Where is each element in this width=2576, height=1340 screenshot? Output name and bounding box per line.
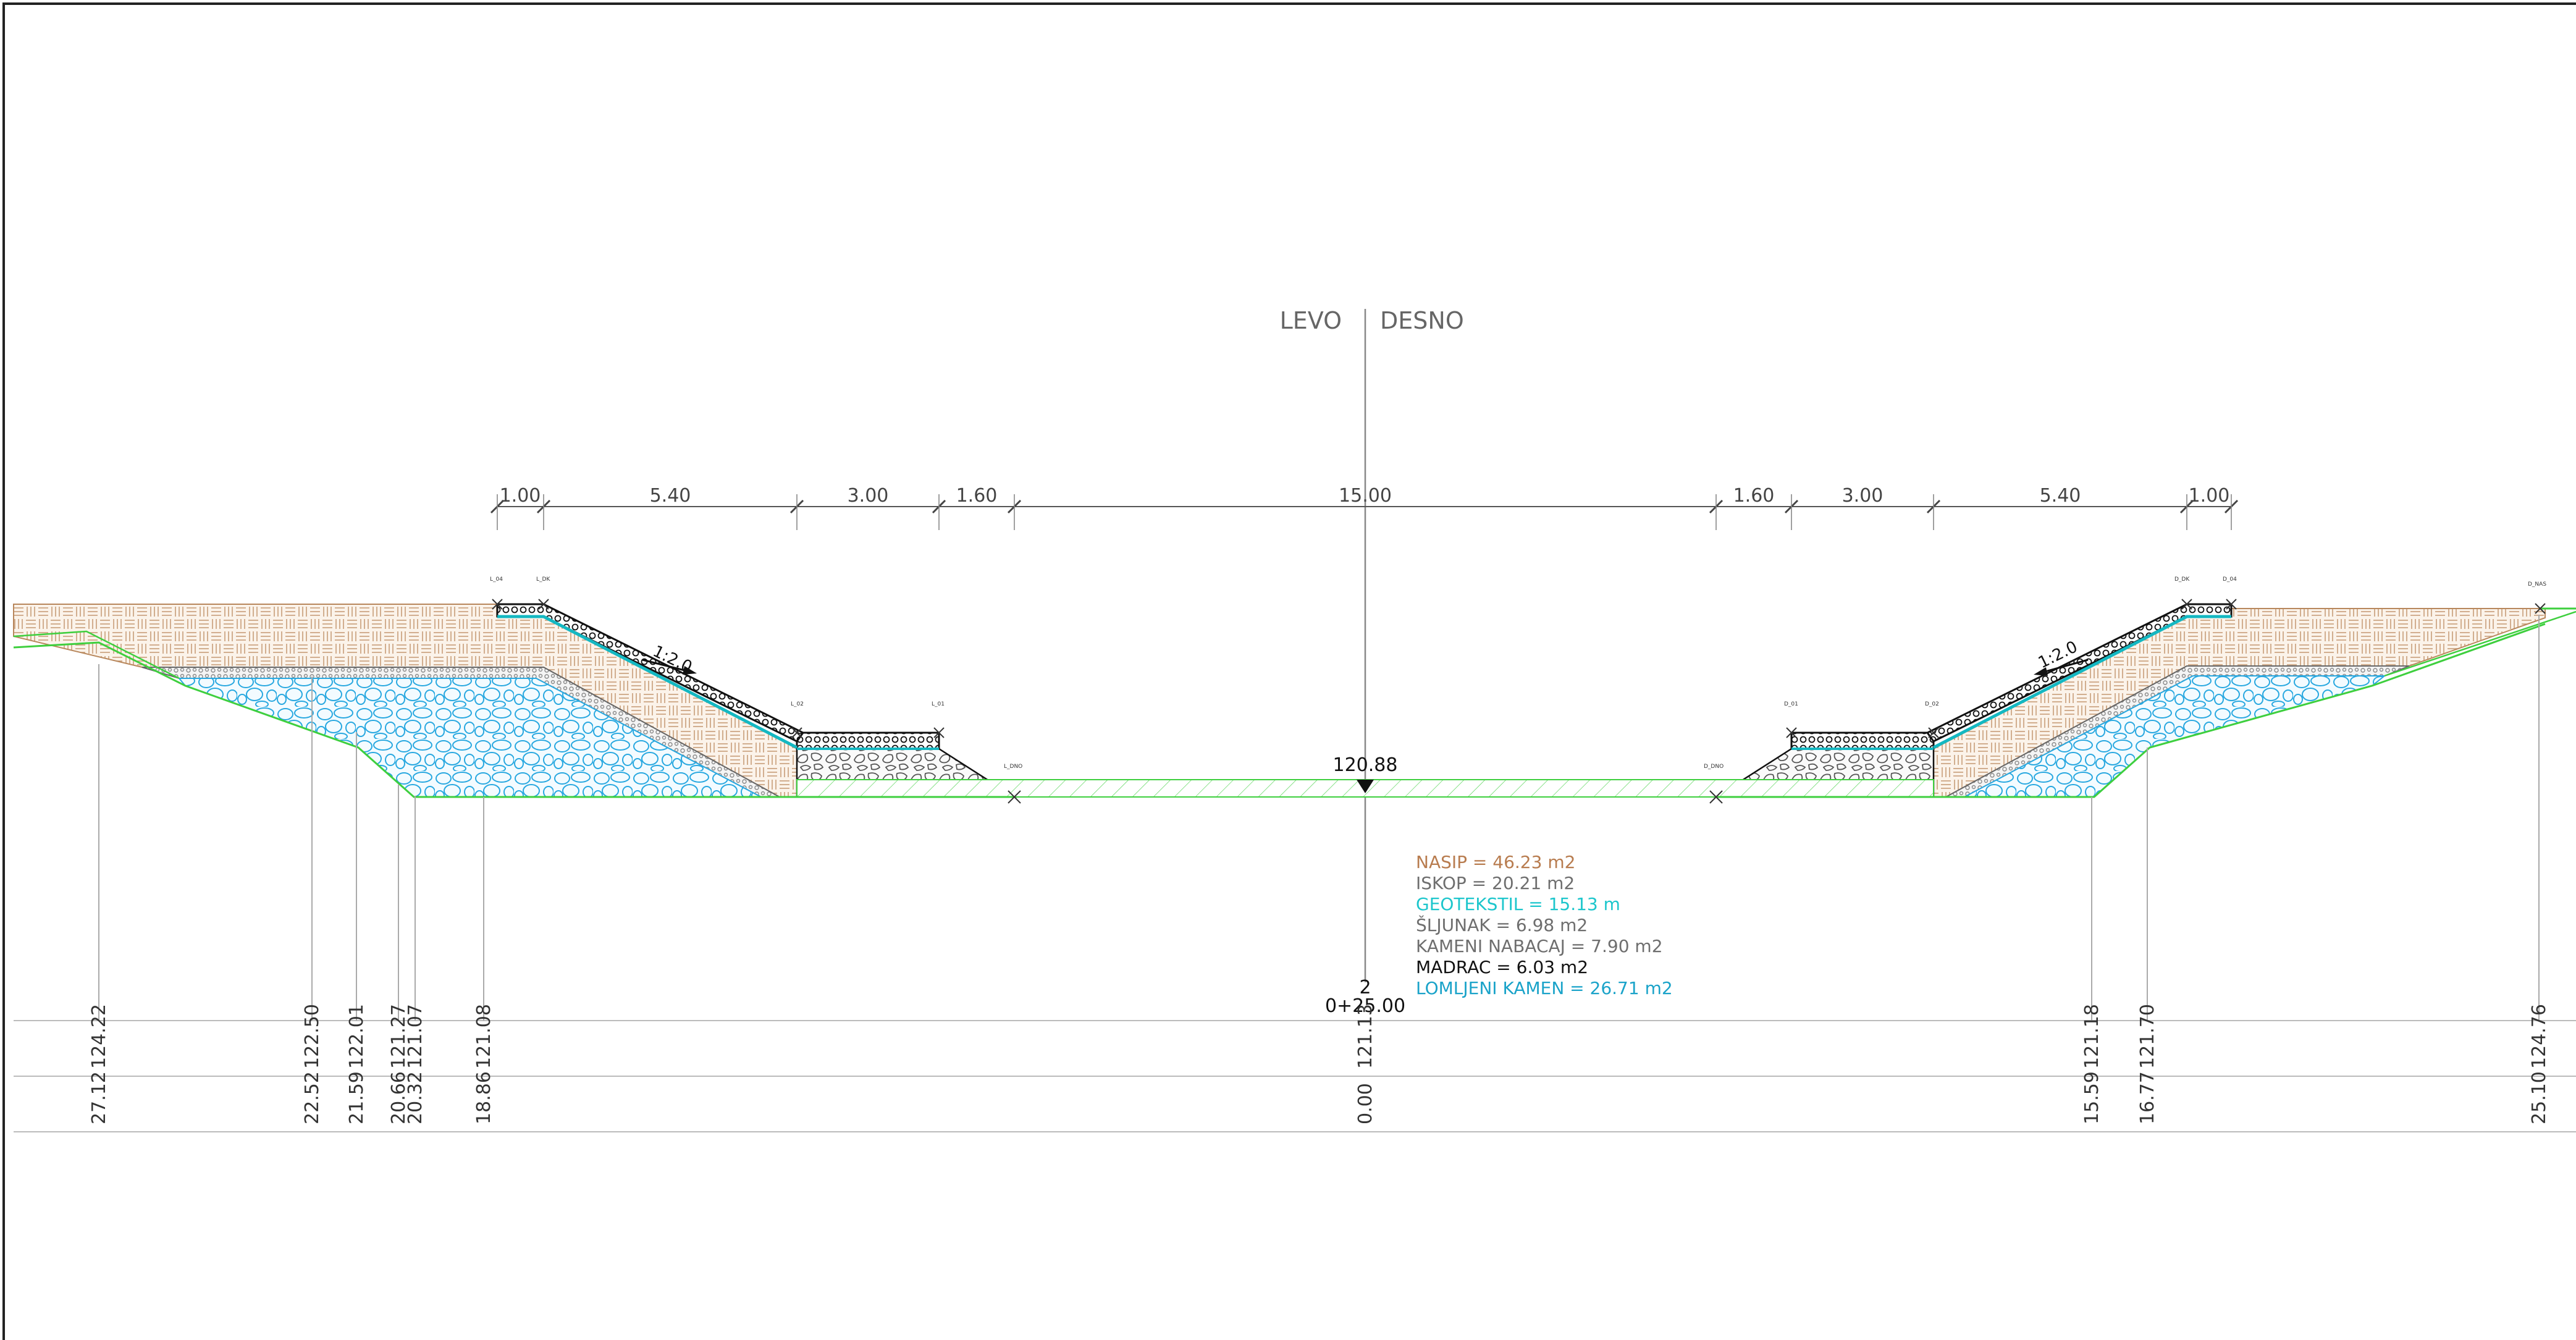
point-label-d04: D_04: [2223, 576, 2237, 583]
table-distance: 18.86: [473, 1071, 495, 1124]
legend-item: GEOTEKSTIL = 15.13 m: [1416, 894, 1620, 914]
right-bank: [1713, 603, 2546, 798]
legend-item: MADRAC = 6.03 m2: [1416, 957, 1588, 977]
elevation-marker-icon: [1357, 780, 1374, 793]
legend-item: ŠLJUNAK = 6.98 m2: [1416, 914, 1588, 935]
terrain-line-right-top: [2384, 610, 2576, 677]
legend-item: ISKOP = 20.21 m2: [1416, 873, 1575, 893]
dim-center: 15.00: [1339, 485, 1392, 507]
table-distance: 20.66: [388, 1071, 410, 1124]
profile-station: 0+25.00: [1325, 995, 1405, 1017]
left-geotextile: [497, 615, 798, 749]
table-distance: 21.59: [346, 1071, 368, 1124]
point-label-ddno: D_DNO: [1704, 764, 1724, 770]
dim-left-1: 1.00: [500, 485, 541, 507]
profile-number: 2: [1359, 977, 1371, 998]
point-markers: [492, 599, 2546, 804]
table-elevation: 121.07: [405, 1004, 426, 1069]
table-distance: 15.59: [2081, 1071, 2103, 1124]
table-elevation: 122.01: [346, 1004, 368, 1069]
table-distance: 25.10: [2528, 1071, 2550, 1124]
station-lines: [98, 615, 2540, 1021]
point-label-ddk: D_DK: [2174, 576, 2190, 583]
table-elevation: 121.18: [2081, 1004, 2103, 1069]
table-elevation: 124.22: [88, 1004, 110, 1069]
table-elevation: 121.13: [1355, 1004, 1376, 1069]
terrain-line-left-top: [13, 630, 180, 680]
table-elevation: 121.70: [2137, 1004, 2158, 1069]
table-elevation: 121.27: [388, 1004, 410, 1069]
right-slope-arrow: [2034, 659, 2089, 676]
table-values: 124.2227.12122.5022.52122.0121.59121.272…: [88, 1004, 2550, 1124]
table-elevation: 124.76: [2528, 1004, 2550, 1069]
table-elevation: 121.08: [473, 1004, 495, 1069]
point-label-ldk: L_DK: [536, 576, 550, 583]
table-distance: 16.77: [2137, 1071, 2158, 1124]
dim-left-4: 1.60: [956, 485, 998, 507]
point-label-l04: L_04: [490, 576, 503, 583]
dim-right-1: 1.60: [1733, 485, 1775, 507]
point-label-d02: D_02: [1925, 701, 1939, 707]
bottom-elevation: 120.88: [1333, 754, 1398, 776]
legend-item: KAMENI NABACAJ = 7.90 m2: [1416, 936, 1663, 956]
point-label-ldno: L_DNO: [1004, 764, 1022, 770]
left-mattress-top: [796, 731, 940, 750]
terrain-line-right: [1716, 623, 2546, 798]
point-label-l02: L_02: [791, 701, 804, 707]
dimension-line: [490, 494, 2239, 530]
left-slope-arrow: [642, 659, 697, 675]
data-table: [14, 1020, 2576, 1132]
table-distance: 22.52: [301, 1071, 323, 1124]
dim-right-3: 5.40: [2040, 485, 2081, 507]
table-elevation: 122.50: [301, 1004, 323, 1069]
dim-right-4: 1.00: [2189, 485, 2230, 507]
point-label-dnas: D_NAS: [2528, 581, 2546, 588]
legend-item: NASIP = 46.23 m2: [1416, 852, 1575, 872]
axis-right-label: DESNO: [1380, 307, 1464, 334]
dim-left-2: 5.40: [650, 485, 691, 507]
axis-left-label: LEVO: [1280, 307, 1342, 334]
left-bank: [13, 603, 1017, 798]
dim-left-3: 3.00: [848, 485, 889, 507]
terrain-line-left: [13, 641, 1014, 798]
point-label-d01: D_01: [1784, 701, 1798, 707]
dim-right-2: 3.00: [1842, 485, 1884, 507]
table-distance: 20.32: [405, 1071, 426, 1124]
right-geotextile: [1932, 615, 2231, 749]
right-mattress-top: [1790, 731, 1935, 750]
table-distance: 27.12: [88, 1071, 110, 1124]
point-label-l01: L_01: [932, 701, 945, 707]
table-distance: 0.00: [1355, 1083, 1376, 1124]
legend-item: LOMLJENI KAMEN = 26.71 m2: [1416, 978, 1673, 998]
